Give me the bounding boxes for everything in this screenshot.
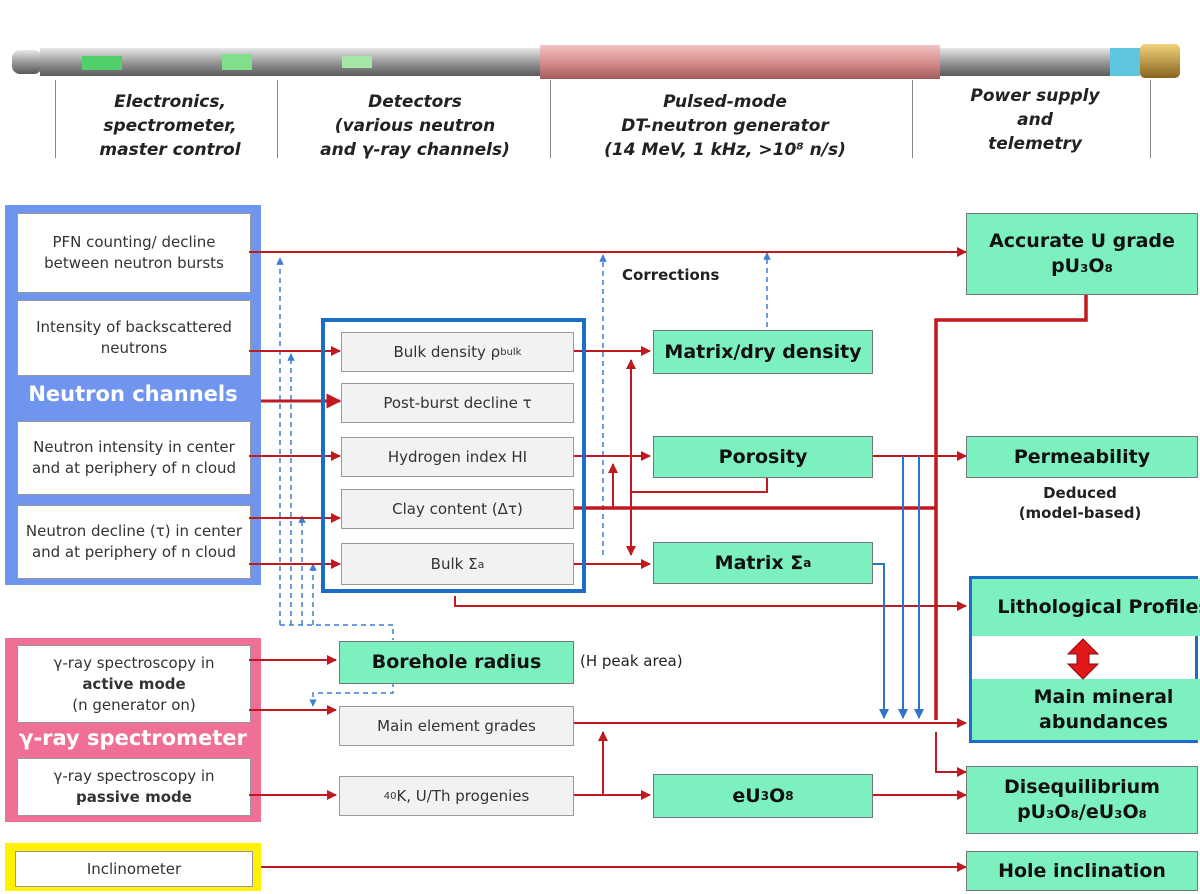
hole-inclination-box: Hole inclination xyxy=(966,851,1198,891)
lithological-profiles-box: Lithological Profiles xyxy=(972,579,1200,636)
gamma-ray-spectrometer-title: γ-ray spectrometer xyxy=(19,726,247,750)
tool-section-electronics: Electronics,spectrometer,master control xyxy=(99,92,241,160)
hydrogen-index-box: Hydrogen index HI xyxy=(341,437,574,477)
input-gamma-active-mode: γ-ray spectroscopy in active mode (n gen… xyxy=(17,645,251,723)
input-pfn-counting: PFN counting/ decline between neutron bu… xyxy=(17,213,251,293)
post-burst-decline-box: Post-burst decline τ xyxy=(341,383,574,423)
corrections-note: Corrections xyxy=(622,266,720,284)
permeability-box: Permeability xyxy=(966,436,1198,478)
h-peak-area-note: (H peak area) xyxy=(580,652,683,670)
main-mineral-abundances-box: Main mineral abundances xyxy=(972,679,1200,740)
neutron-channels-title: Neutron channels xyxy=(28,382,238,406)
input-neutron-decline: Neutron decline (τ) in center and at per… xyxy=(17,505,251,579)
matrix-dry-density-box: Matrix/dry density xyxy=(653,330,873,374)
input-inclinometer: Inclinometer xyxy=(15,851,253,887)
deduced-note: Deduced(model-based) xyxy=(1018,484,1142,522)
borehole-radius-box: Borehole radius xyxy=(339,641,574,684)
input-neutron-intensity: Neutron intensity in center and at perip… xyxy=(17,421,251,495)
porosity-box: Porosity xyxy=(653,436,873,478)
input-gamma-passive-mode: γ-ray spectroscopy in passive mode xyxy=(17,758,251,816)
main-element-grades-box: Main element grades xyxy=(339,706,574,746)
logging-tool-image xyxy=(12,44,1180,79)
clay-content-box: Clay content (Δτ) xyxy=(341,489,574,529)
input-backscattered-neutrons: Intensity of backscattered neutrons xyxy=(17,300,251,376)
measurement-frame xyxy=(321,318,586,593)
